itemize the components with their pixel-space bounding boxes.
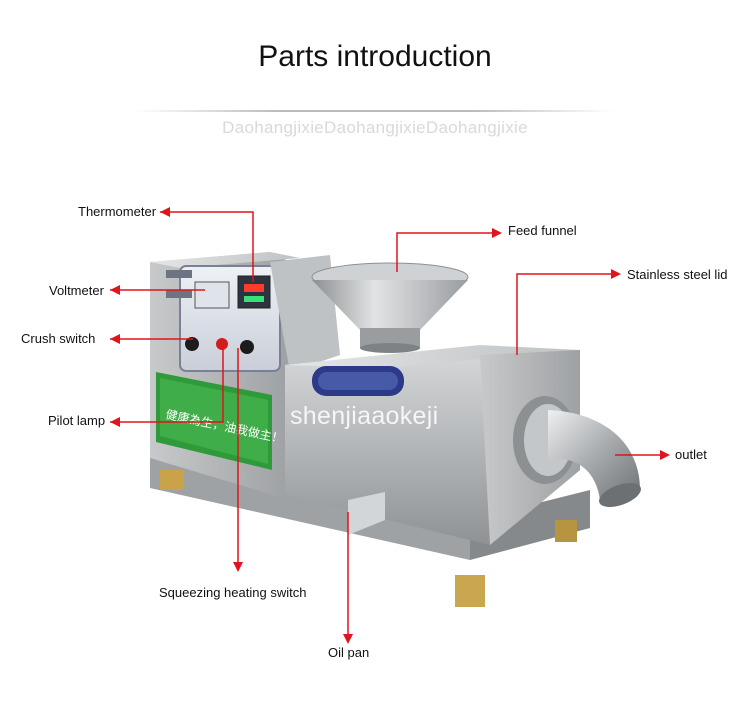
squeezing-switch-knob bbox=[240, 340, 254, 354]
voltmeter-display bbox=[194, 281, 230, 309]
label-feed-funnel: Feed funnel bbox=[508, 223, 577, 238]
label-squeezing-heating-switch: Squeezing heating switch bbox=[159, 585, 307, 600]
pointer-lines bbox=[110, 211, 666, 640]
label-stainless-steel-lid: Stainless steel lid bbox=[627, 267, 728, 282]
watermark-top: DaohangjixieDaohangjixieDaohangjixie bbox=[222, 118, 528, 137]
feed-funnel bbox=[311, 262, 469, 353]
front-left-foot bbox=[160, 470, 184, 490]
label-crush-switch: Crush switch bbox=[21, 331, 96, 346]
pointer-arrowheads bbox=[110, 207, 670, 644]
crush-switch-knob bbox=[185, 337, 199, 351]
pilot-lamp-light bbox=[216, 338, 228, 350]
control-box bbox=[150, 252, 300, 500]
label-thermometer: Thermometer bbox=[78, 204, 157, 219]
pilot-lamp-pointer bbox=[110, 344, 224, 423]
label-voltmeter: Voltmeter bbox=[49, 283, 104, 298]
stainless-lid-pointer bbox=[516, 273, 617, 355]
title-divider bbox=[135, 110, 615, 112]
feed-funnel-pointer bbox=[396, 232, 498, 272]
stainless-steel-lid bbox=[285, 345, 580, 368]
thermometer-pointer bbox=[160, 211, 254, 282]
watermark-mid: shenjiaaokeji bbox=[290, 402, 439, 430]
label-pilot-lamp: Pilot lamp bbox=[48, 413, 106, 428]
outlet-pipe bbox=[513, 396, 641, 508]
oil-pan-spout bbox=[348, 492, 385, 535]
label-outlet: outlet bbox=[675, 447, 707, 462]
page-title: Parts introduction bbox=[258, 40, 492, 73]
rear-right-foot bbox=[555, 520, 577, 542]
front-right-foot bbox=[455, 575, 485, 607]
label-oil-pan: Oil pan bbox=[328, 645, 370, 660]
